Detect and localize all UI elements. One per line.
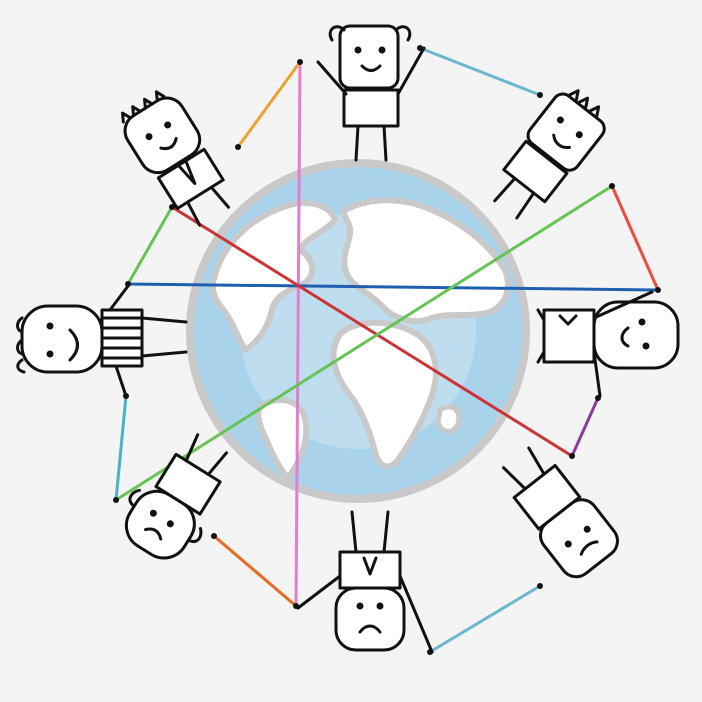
string-dark-orange	[212, 534, 298, 608]
figure-top	[316, 24, 426, 162]
string-purple	[570, 396, 600, 458]
land-island	[435, 404, 462, 434]
figure-left	[16, 284, 188, 398]
string-blue-horizontal	[126, 282, 660, 292]
crossing-strings	[114, 60, 660, 608]
string-sky-top	[418, 46, 542, 97]
figure-bottom	[296, 510, 434, 654]
string-sky-bottom	[428, 584, 542, 654]
figure-bottom-right	[502, 446, 619, 579]
land-eurasia	[341, 197, 511, 325]
figure-top-left	[121, 90, 231, 227]
land-africa	[330, 319, 439, 470]
figures	[16, 24, 680, 654]
string-coral	[610, 184, 660, 292]
string-orange	[236, 60, 302, 149]
figure-top-right	[493, 89, 606, 220]
globe	[186, 159, 530, 503]
land-americas	[209, 200, 338, 353]
string-red-diagonal	[170, 205, 574, 458]
perimeter-strings	[114, 46, 660, 654]
string-green-left	[126, 205, 174, 286]
figure-right	[536, 290, 680, 398]
string-teal	[114, 394, 128, 502]
string-green-diagonal	[114, 184, 614, 502]
figure-bottom-left	[124, 433, 229, 560]
string-pink-vertical	[294, 60, 302, 608]
hands	[113, 45, 661, 655]
